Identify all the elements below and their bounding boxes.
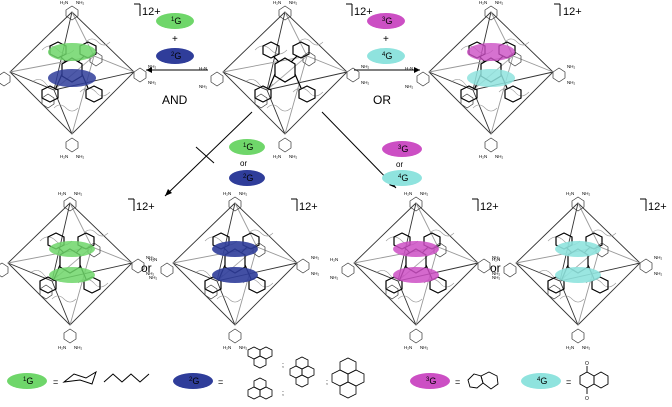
cage-top-left [0, 0, 158, 160]
reagent-g1-top: 1G [156, 13, 194, 29]
cage-top-right [404, 0, 577, 160]
charge-text: 12+ [480, 201, 499, 213]
charge-text: 12+ [142, 6, 161, 18]
charge-text: 12+ [136, 201, 155, 213]
guest-ellipse-g2 [48, 69, 96, 87]
reagent-g2-mid: 2G [229, 170, 265, 186]
or-small-left: or [240, 159, 247, 168]
guest-ellipse-g3 [467, 43, 515, 61]
svg-text:=: = [218, 377, 223, 387]
reagent-g1-mid: 1G [229, 139, 265, 155]
svg-text:;: ; [282, 390, 284, 397]
svg-text:1G: 1G [171, 16, 181, 26]
svg-text:3G: 3G [398, 144, 408, 154]
and-label: AND [162, 93, 188, 107]
blocked-arrow [164, 111, 253, 197]
plus-sign: + [383, 34, 389, 45]
svg-text:;: ; [282, 362, 284, 369]
svg-text:3G: 3G [426, 376, 436, 386]
legend: 1G = 2G = ; ; ; 3 [7, 346, 609, 402]
or-label: OR [373, 93, 391, 107]
reagent-g3-top: 3G [367, 13, 405, 29]
charge-label-bottom-3: 12+ [472, 198, 499, 213]
reagent-g4-top: 4G [367, 48, 405, 64]
svg-text:3G: 3G [382, 16, 392, 26]
arrow-to-or [354, 67, 420, 73]
guest-ellipse-g4 [467, 69, 515, 87]
cage-bottom-4 [491, 190, 664, 351]
svg-text:4G: 4G [382, 51, 392, 61]
reagent-g3-mid: 3G [382, 141, 422, 157]
reagent-g2-top: 2G [156, 48, 194, 64]
charge-text: 12+ [354, 6, 373, 18]
svg-text:2G: 2G [243, 173, 253, 183]
svg-text:1G: 1G [243, 142, 253, 152]
svg-text:4G: 4G [537, 376, 547, 386]
svg-text:=: = [53, 377, 58, 387]
svg-text:2G: 2G [171, 51, 181, 61]
svg-text:2G: 2G [189, 376, 199, 386]
cage-bottom-2 [148, 190, 321, 351]
svg-text:1G: 1G [23, 376, 33, 386]
guest-ellipse-g1 [48, 43, 96, 61]
charge-label-top-left: 12+ [134, 3, 161, 18]
svg-text:=: = [566, 377, 571, 387]
svg-text:O: O [585, 361, 589, 367]
svg-text:=: = [455, 377, 460, 387]
or-between-g1-g2: or [141, 261, 152, 275]
svg-text:4G: 4G [398, 173, 408, 183]
or-small-right: or [396, 160, 403, 169]
charge-label-bottom-1: 12+ [128, 198, 155, 213]
charge-text: 12+ [648, 201, 667, 213]
svg-text:;: ; [326, 379, 328, 386]
charge-label-bottom-2: 12+ [291, 198, 318, 213]
arrow-to-and [146, 67, 208, 73]
charge-text: 12+ [299, 201, 318, 213]
charge-label-bottom-4: 12+ [640, 198, 667, 213]
or-between-g3-g4: or [490, 261, 501, 275]
reagent-g4-mid: 4G [382, 170, 422, 186]
charge-text: 12+ [563, 6, 582, 18]
svg-text:O: O [585, 396, 589, 402]
cage-bottom-1 [0, 190, 156, 351]
plus-sign: + [172, 34, 178, 45]
charge-label-top-right: 12+ [554, 3, 582, 18]
charge-label-top-center: 12+ [346, 3, 373, 18]
cage-bottom-3 [329, 190, 502, 351]
